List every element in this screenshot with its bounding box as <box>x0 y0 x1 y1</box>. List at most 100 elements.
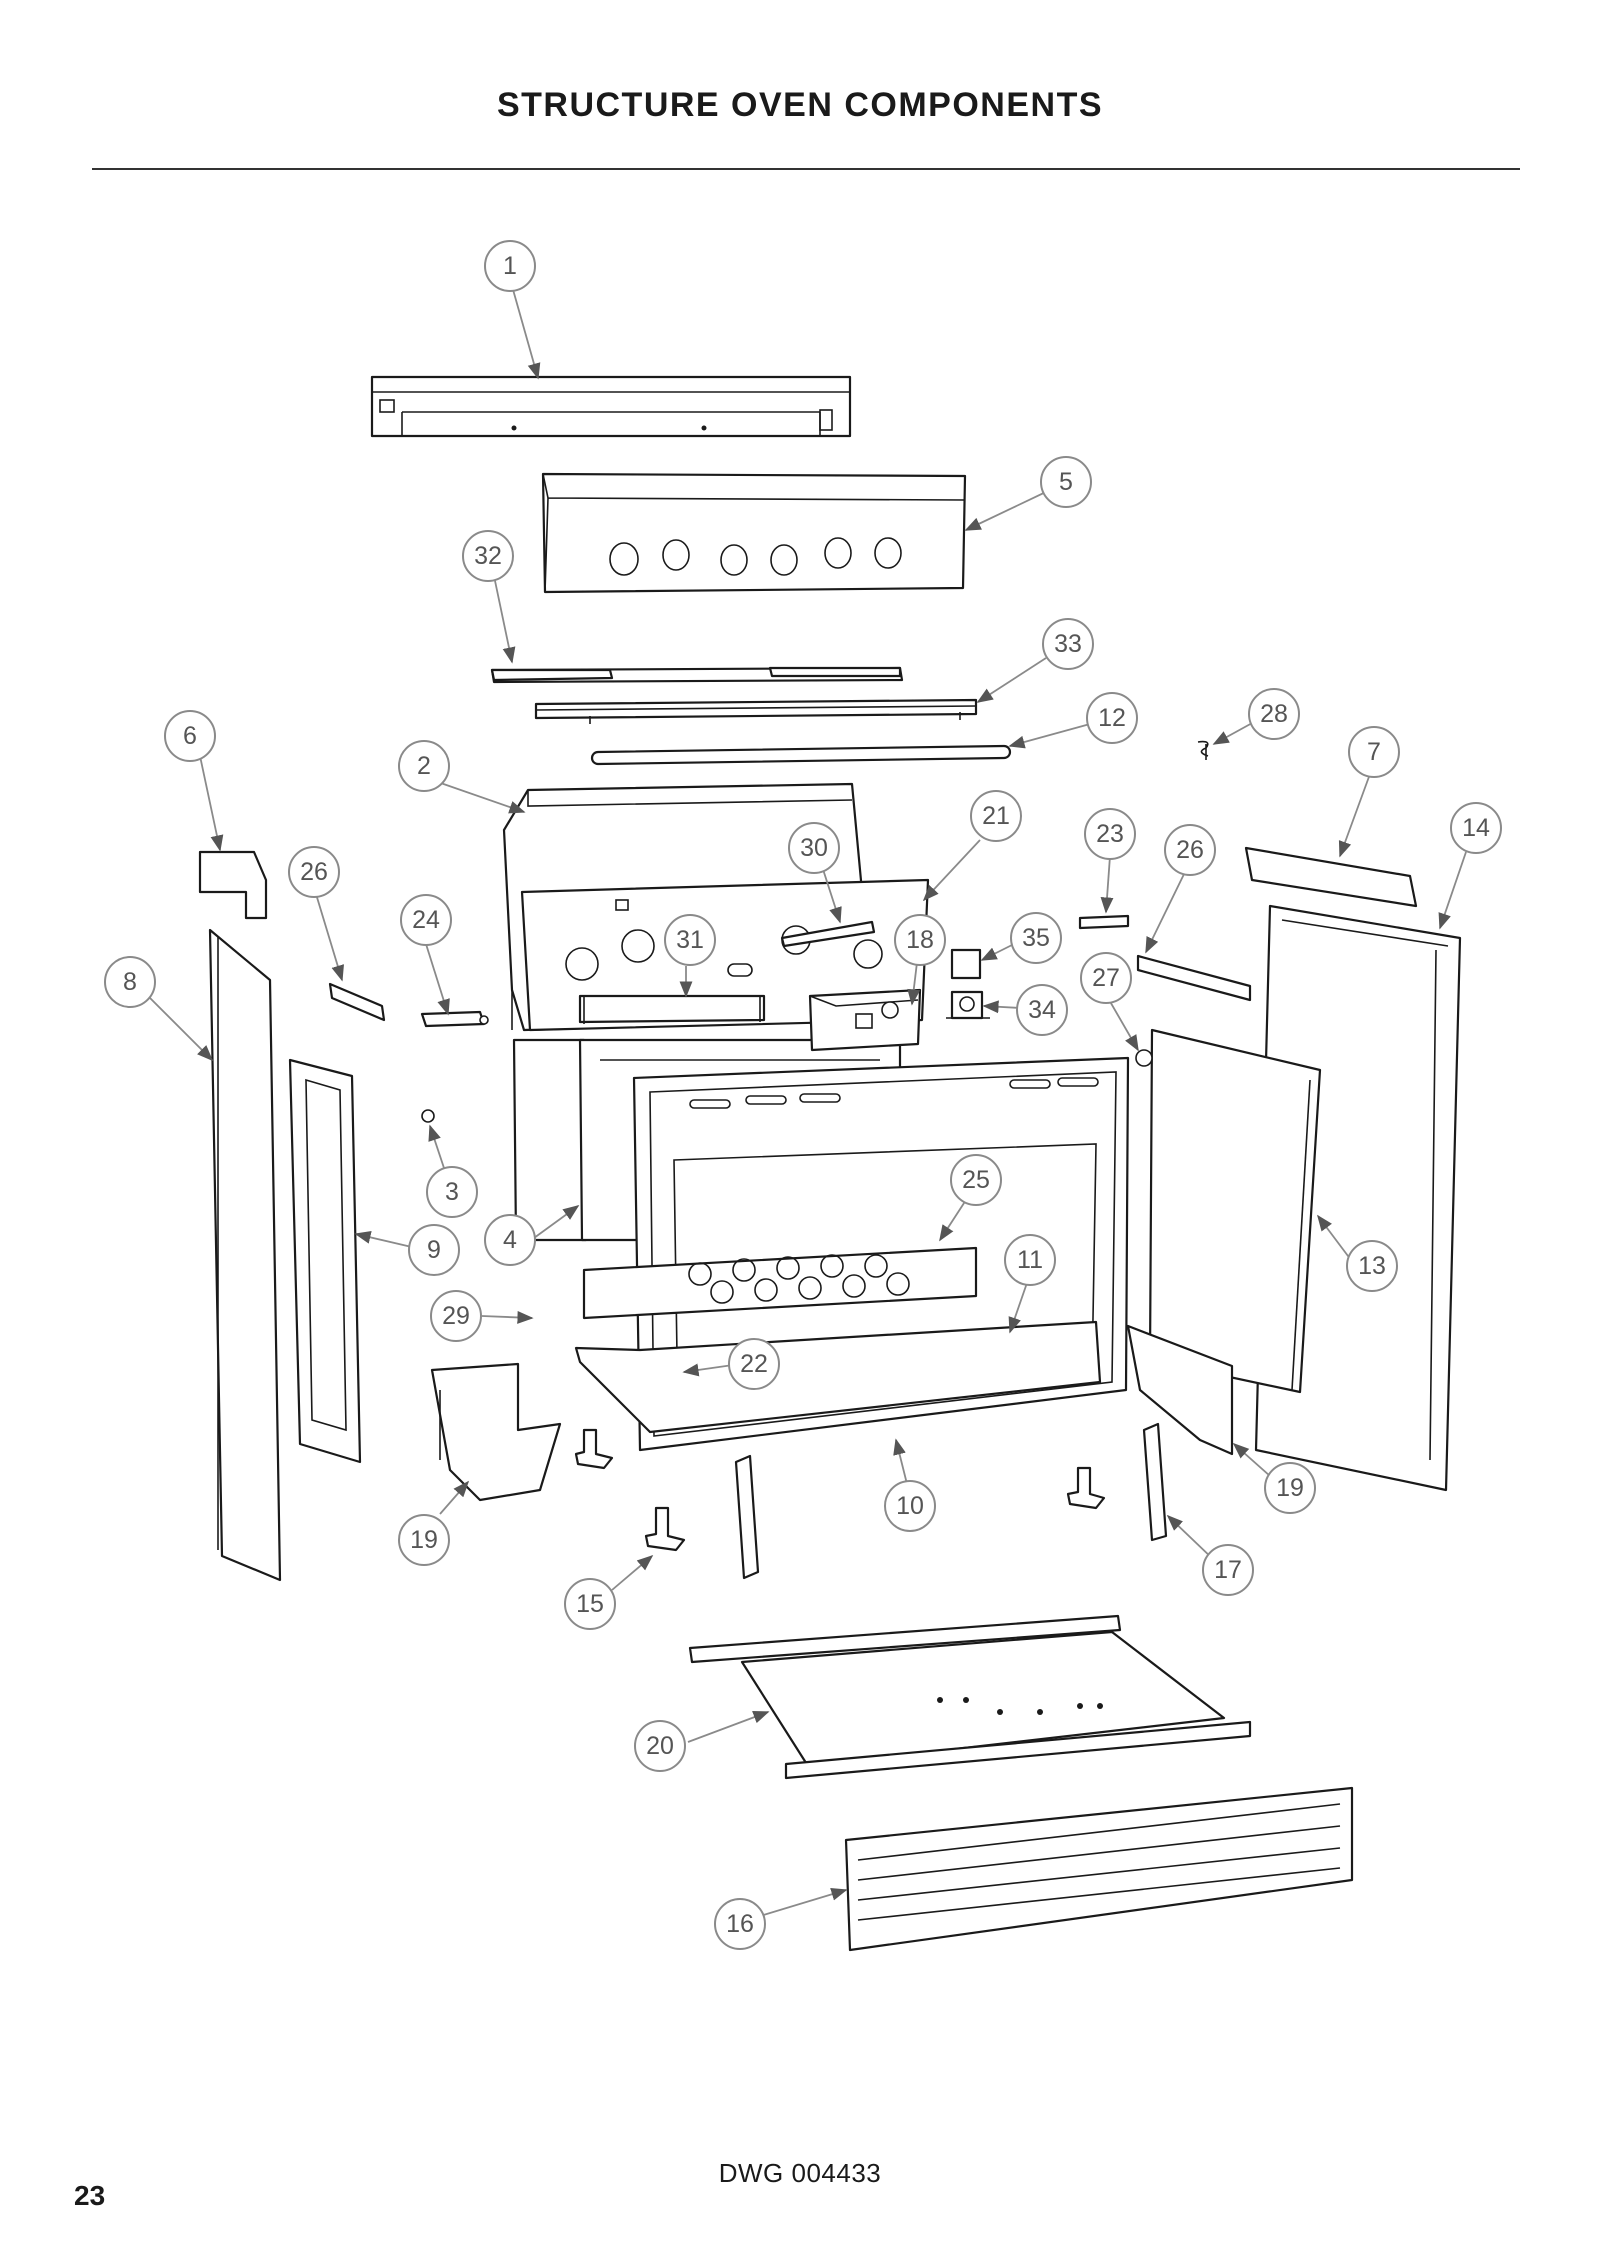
part-left-frame <box>288 1058 362 1464</box>
part-hinge-pin-right <box>1066 1466 1106 1510</box>
callout: 26 <box>288 846 340 898</box>
drawing-number: DWG 004433 <box>718 2158 882 2188</box>
callout-label: 16 <box>726 1910 754 1938</box>
callout: 23 <box>1084 808 1136 860</box>
callout: 22 <box>728 1338 780 1390</box>
callout: 19 <box>398 1514 450 1566</box>
callout: 32 <box>462 530 514 582</box>
callout: 3 <box>426 1166 478 1218</box>
callout-label: 11 <box>1017 1246 1043 1274</box>
part-bracket-34 <box>946 990 990 1020</box>
callout-label: 12 <box>1098 704 1126 732</box>
callout-label: 17 <box>1214 1556 1242 1584</box>
callout: 17 <box>1202 1544 1254 1596</box>
part-plate <box>950 948 982 980</box>
part-bracket-31 <box>578 994 766 1024</box>
part-rail-32 <box>490 666 904 684</box>
callout: 2 <box>398 740 450 792</box>
callout-label: 27 <box>1092 964 1120 992</box>
callout-label: 26 <box>1176 836 1204 864</box>
title-divider <box>92 168 1520 170</box>
part-round-fitting <box>1135 1049 1153 1067</box>
callout: 11 <box>1004 1234 1056 1286</box>
callout: 35 <box>1010 912 1062 964</box>
part-base-bracket-right <box>1126 1324 1234 1456</box>
callout-label: 13 <box>1358 1252 1386 1280</box>
callout: 14 <box>1450 802 1502 854</box>
callout: 28 <box>1248 688 1300 740</box>
callout: 26 <box>1164 824 1216 876</box>
callout: 30 <box>788 822 840 874</box>
callout: 4 <box>484 1214 536 1266</box>
callout-label: 22 <box>740 1350 768 1378</box>
part-hinge-right <box>1142 1422 1168 1542</box>
callout: 31 <box>664 914 716 966</box>
callout-label: 29 <box>442 1302 470 1330</box>
callout: 21 <box>970 790 1022 842</box>
callout: 12 <box>1086 692 1138 744</box>
part-kickplate-grille <box>844 1786 1354 1952</box>
callout-label: 21 <box>982 802 1010 830</box>
callout-label: 15 <box>576 1590 604 1618</box>
callout: 19 <box>1264 1462 1316 1514</box>
callout: 9 <box>408 1224 460 1276</box>
callout-label: 14 <box>1462 814 1490 842</box>
callout-label: 18 <box>906 926 934 954</box>
page-title: STRUCTURE OVEN COMPONENTS <box>496 86 1104 124</box>
callout-label: 30 <box>800 834 828 862</box>
callout: 27 <box>1080 952 1132 1004</box>
part-tab-23 <box>1078 914 1130 930</box>
part-top-bracket <box>1244 846 1418 908</box>
callout-label: 26 <box>300 858 328 886</box>
part-perforated-plate <box>582 1246 978 1320</box>
part-bolt <box>780 920 876 948</box>
callout: 6 <box>164 710 216 762</box>
callout-label: 19 <box>410 1526 438 1554</box>
part-rod <box>590 744 1012 766</box>
callout-label: 34 <box>1028 996 1056 1024</box>
part-box-bracket <box>808 988 922 1052</box>
part-rail-26 <box>1136 954 1252 1002</box>
part-corner-bracket <box>198 850 268 920</box>
part-oven-floor <box>574 1320 1102 1434</box>
part-clip <box>1197 740 1209 760</box>
callout: 7 <box>1348 726 1400 778</box>
part-control-panel <box>541 472 967 594</box>
part-tab-24 <box>420 1010 489 1028</box>
callout: 18 <box>894 914 946 966</box>
callout-label: 6 <box>183 722 197 750</box>
callout: 33 <box>1042 618 1094 670</box>
callout-label: 5 <box>1059 468 1073 496</box>
part-knob <box>421 1109 435 1123</box>
part-inner-right-panel <box>1148 1028 1322 1394</box>
callout-label: 20 <box>646 1732 674 1760</box>
part-left-side-panel <box>208 928 282 1582</box>
callout: 8 <box>104 956 156 1008</box>
part-hinge-pin-left <box>574 1428 614 1470</box>
part-hinge-left <box>734 1454 760 1580</box>
callout: 1 <box>484 240 536 292</box>
callout-label: 8 <box>123 968 137 996</box>
callout: 16 <box>714 1898 766 1950</box>
callout: 10 <box>884 1480 936 1532</box>
callout: 13 <box>1346 1240 1398 1292</box>
callout-label: 3 <box>445 1178 459 1206</box>
callout-label: 31 <box>676 926 704 954</box>
part-spacer-left <box>328 982 386 1022</box>
callout-label: 4 <box>503 1226 517 1254</box>
callout: 20 <box>634 1720 686 1772</box>
part-base-bracket-left <box>430 1362 562 1502</box>
callout: 25 <box>950 1154 1002 1206</box>
callout: 15 <box>564 1578 616 1630</box>
part-drawer <box>688 1614 1252 1780</box>
callout-label: 10 <box>896 1492 924 1520</box>
part-inner-rear-wall <box>520 878 930 1032</box>
callout: 24 <box>400 894 452 946</box>
callout-label: 25 <box>962 1166 990 1194</box>
part-hinge-pin-front <box>644 1506 686 1552</box>
page-number: 23 <box>74 2180 106 2211</box>
callout-label: 28 <box>1260 700 1288 728</box>
callout: 29 <box>430 1290 482 1342</box>
callout-label: 24 <box>412 906 440 934</box>
